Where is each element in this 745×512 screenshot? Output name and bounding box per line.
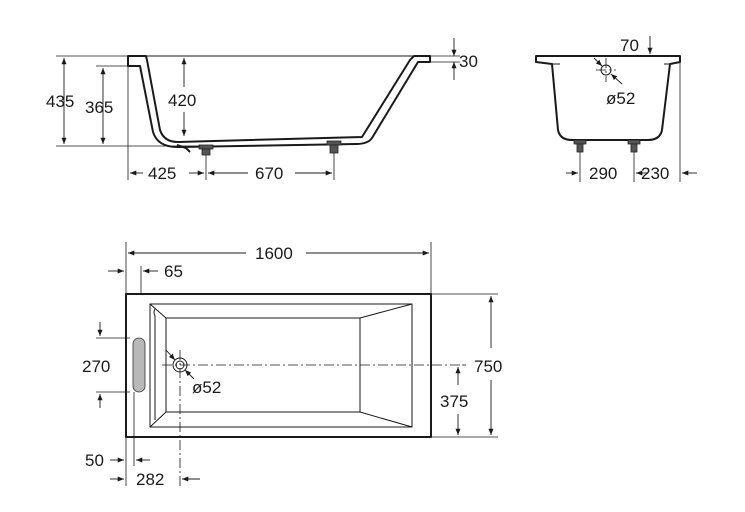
plan-view-grip	[132, 337, 146, 393]
label-end-overflow-diameter: ø52	[606, 89, 635, 108]
label-plan-grip-offset: 50	[85, 451, 104, 470]
plan-view-ø52-pointer-bottom	[184, 369, 195, 380]
label-side-height-total: 435	[46, 92, 74, 111]
plan-view: 1600 65 750 375 270 ø52 50 282	[82, 242, 502, 489]
label-plan-length: 1600	[255, 244, 293, 263]
end-view-tub-outline	[535, 55, 681, 141]
label-side-depth-inner: 420	[168, 91, 196, 110]
end-view: 70 ø52 290 230	[535, 36, 697, 183]
label-side-rim-thickness: 30	[459, 52, 478, 71]
label-plan-width: 750	[474, 357, 502, 376]
label-plan-drain-offset-end: 282	[136, 470, 164, 489]
side-view-tub-outline	[127, 55, 431, 149]
label-plan-drain-center-height: 375	[440, 392, 468, 411]
plan-view-outer-rim	[125, 293, 432, 438]
label-end-feet-spacing: 290	[589, 164, 617, 183]
plan-view-inner-basin	[149, 303, 413, 428]
label-side-offset-front: 425	[148, 164, 176, 183]
label-end-offset-side: 230	[641, 164, 669, 183]
label-plan-drain-diameter: ø52	[192, 378, 221, 397]
label-side-height-rim: 365	[85, 98, 113, 117]
side-view-foot-right	[326, 140, 342, 154]
label-end-overflow-height: 70	[620, 36, 639, 55]
label-plan-drain-offset-edge: 65	[164, 262, 183, 281]
plan-view-basin-edges	[149, 303, 413, 428]
end-view-foot-right	[627, 139, 641, 153]
label-plan-grip-length: 270	[82, 357, 110, 376]
end-view-foot-left	[573, 139, 587, 153]
end-view-ø52-pointer-top	[593, 57, 603, 67]
end-view-ø52-pointer-bottom	[610, 73, 623, 85]
side-view: 435 365 420 30 425 670	[46, 38, 478, 183]
label-side-feet-spacing: 670	[255, 164, 283, 183]
plan-view-ø52-pointer-top	[165, 349, 176, 361]
side-view-foot-left	[198, 144, 214, 156]
plan-view-rim-curve	[153, 308, 156, 420]
